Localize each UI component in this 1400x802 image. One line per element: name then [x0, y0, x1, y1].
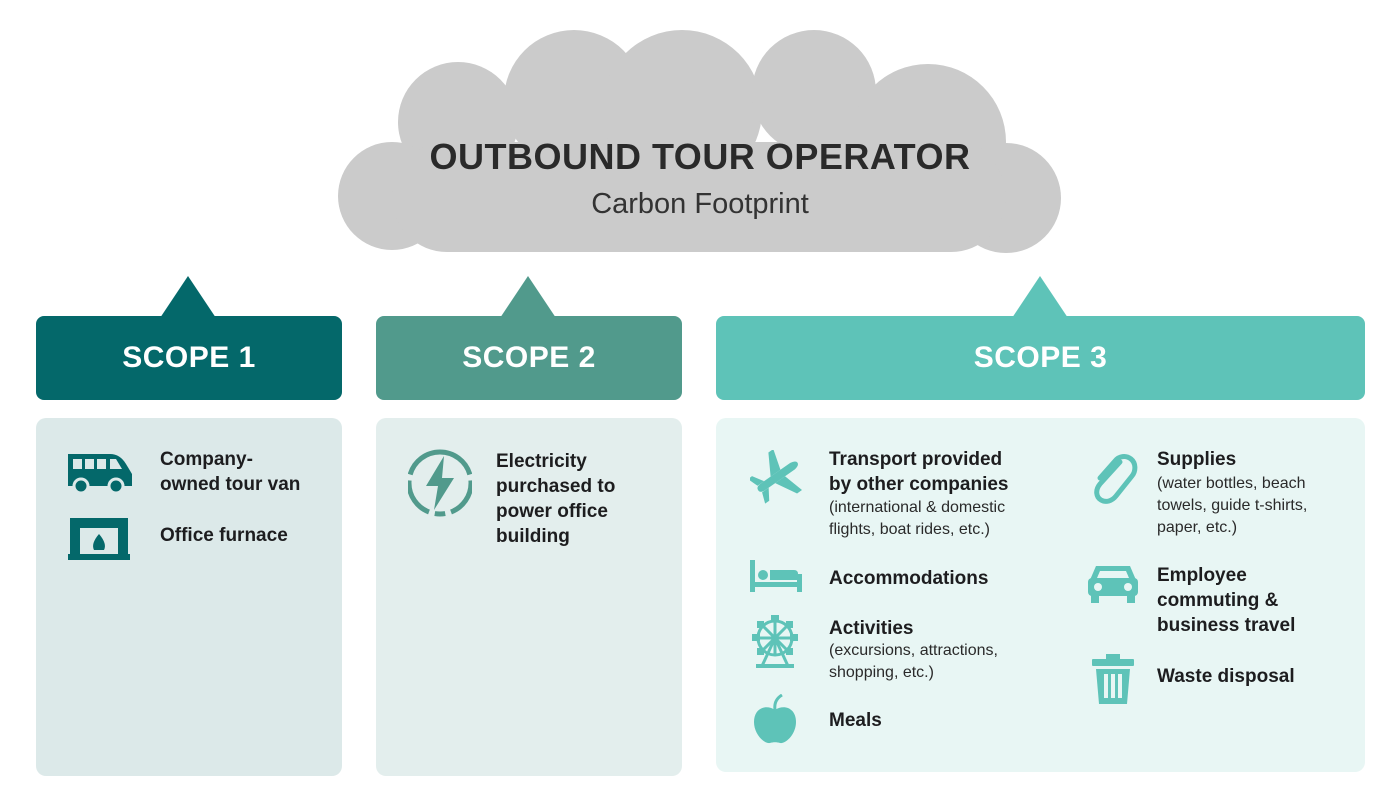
car-icon — [1086, 562, 1140, 609]
scope-3-label: SCOPE 3 — [973, 341, 1108, 374]
scope-1-item-van-title: Company- owned tour van — [160, 449, 301, 495]
scope-3-item-transport-title: Transport provided by other companies — [829, 449, 1009, 495]
scope-3-pointer — [1012, 276, 1068, 318]
scope-3-item-activities-desc: (excursions, attractions, shopping, etc.… — [829, 642, 998, 681]
scope-2-header: SCOPE 2 — [376, 316, 682, 400]
scope-3-item-activities-title: Activities — [829, 618, 914, 639]
scope-2-item-electricity-title: Electricity purchased to power office bu… — [496, 451, 616, 547]
scope-3-item-supplies-desc: (water bottles, beach towels, guide t-sh… — [1157, 475, 1308, 536]
cloud-shape — [338, 30, 1061, 253]
scope-3-item-commuting-title: Employee commuting & business travel — [1157, 565, 1296, 636]
bed-icon — [750, 558, 802, 599]
scope-1-panel: Company- owned tour van Office furnace — [36, 418, 342, 776]
ferris-wheel-icon — [750, 614, 800, 675]
scope-3-item-meals-title: Meals — [829, 710, 882, 731]
airplane-icon — [747, 449, 804, 509]
scope-1-label: SCOPE 1 — [122, 341, 256, 374]
scope-3-item-supplies-title: Supplies — [1157, 449, 1237, 470]
diagram-title: OUTBOUND TOUR OPERATOR — [429, 136, 971, 177]
scope-3-item-transport-desc: (international & domestic flights, boat … — [829, 499, 1006, 538]
scope-1-header: SCOPE 1 — [36, 316, 342, 400]
scope-3-item-accommodations-title: Accommodations — [829, 568, 989, 589]
scope-3-item-waste-title: Waste disposal — [1157, 666, 1295, 687]
scope-3-header: SCOPE 3 — [716, 316, 1365, 400]
scope-2-label: SCOPE 2 — [462, 341, 596, 374]
diagram-subtitle: Carbon Footprint — [591, 188, 809, 220]
paperclip-icon — [1090, 450, 1138, 509]
scope-3-panel: Transport provided by other companies (i… — [716, 418, 1365, 772]
trash-can-icon — [1090, 652, 1136, 711]
scope-2-pointer — [500, 276, 556, 318]
apple-icon — [752, 693, 798, 749]
scope-1-item-furnace-title: Office furnace — [160, 525, 288, 546]
furnace-icon — [68, 516, 130, 567]
van-icon — [64, 450, 134, 499]
scope-2-panel: Electricity purchased to power office bu… — [376, 418, 682, 776]
lightning-bolt-icon — [406, 448, 474, 523]
scope-1-pointer — [160, 276, 216, 318]
